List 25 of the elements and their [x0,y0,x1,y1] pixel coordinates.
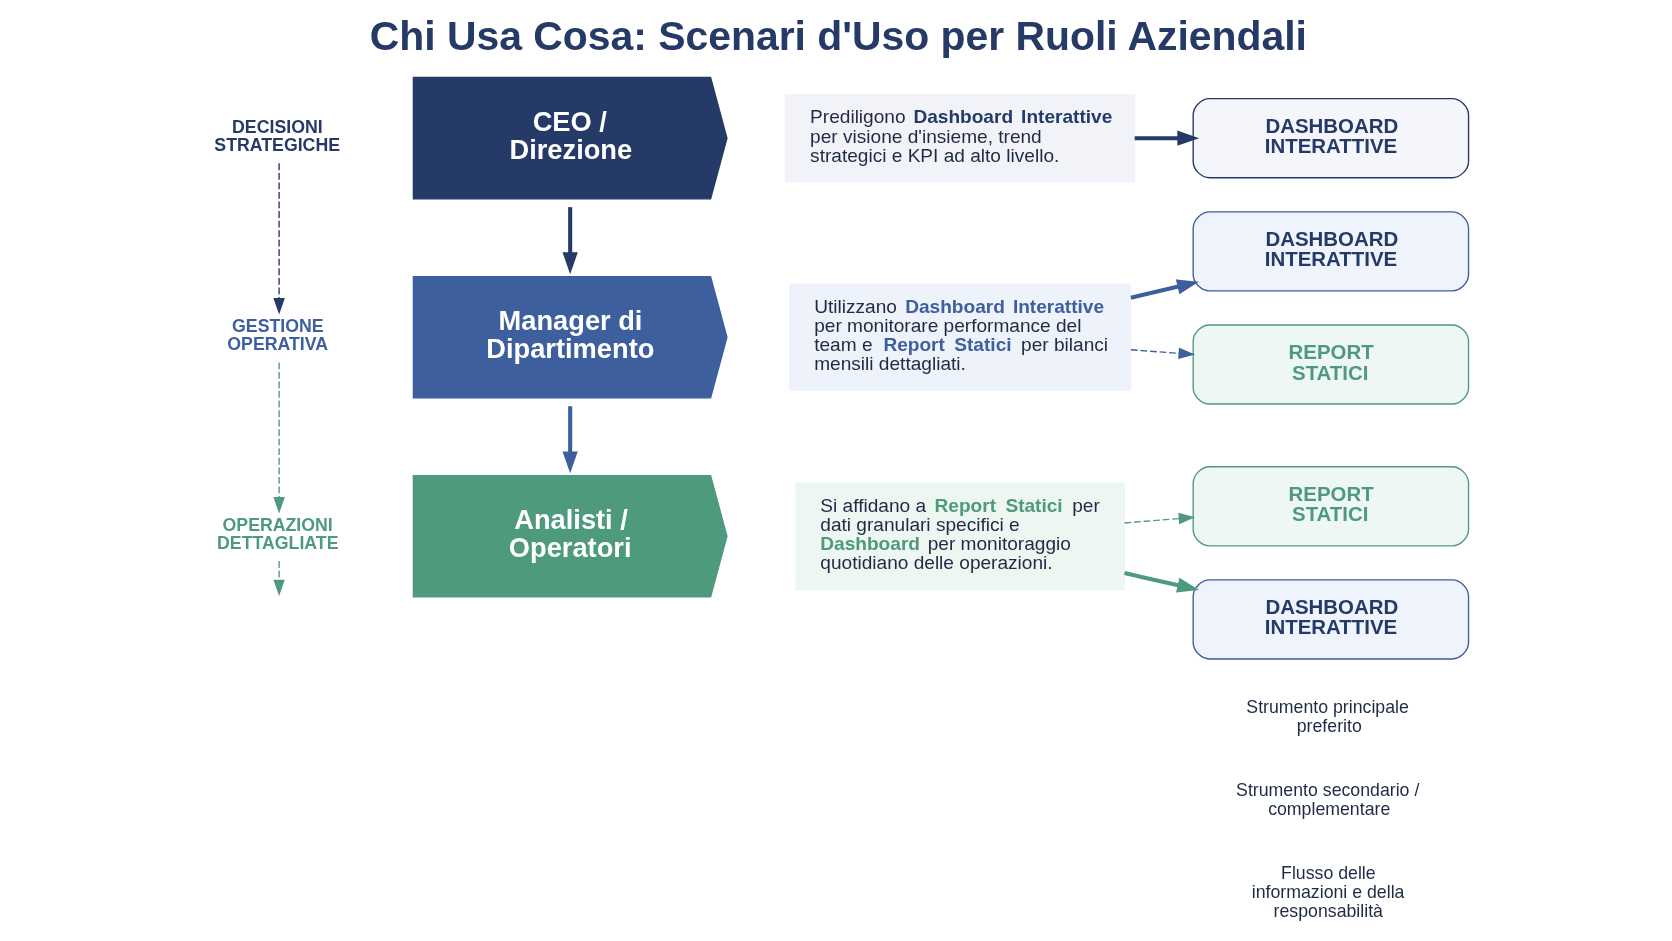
arrow [273,162,285,315]
legend-label: Flusso delle informazioni e della responsabilità [1251,863,1405,922]
node-box: Utilizzano Dashboard Interattive per monitorare performance del team e Report Statici per bilanci mensili dettagliati. [788,283,1132,392]
arrow [1123,512,1196,525]
node-box: REPORT STATICI [1192,466,1470,547]
node-text: DECISIONI STRATEGICHE [214,117,341,156]
node-text: GESTIONE OPERATIVA [227,316,329,355]
legend-label: Strumento secondario / complementare [1236,779,1420,819]
node-box: DASHBOARD INTERATTIVE [1192,211,1470,292]
node-box: REPORT STATICI [1192,324,1470,405]
legend-label: Strumento principale preferito [1246,696,1409,736]
arrow [1124,571,1200,593]
diagram-title: Chi Usa Cosa: Scenari d'Uso per Ruoli Aziendali [369,13,1307,60]
node-box: DASHBOARD INTERATTIVE [1192,98,1470,179]
node-box: Si affidano a Report Statici per dati granulari specifici e Dashboard per monitoraggio quotidiano delle operazioni. [795,482,1125,591]
arrow [562,207,578,275]
node-text: OPERAZIONI DETTAGLIATE [217,515,339,554]
arrow [1134,130,1200,146]
node-box: Prediligono Dashboard Interattive per visione d'insieme, trend strategici e KPI ad alto livello. [784,93,1136,183]
arrow [273,361,285,514]
arrow [273,560,285,597]
arrow [1130,347,1195,360]
node-box: DASHBOARD INTERATTIVE [1192,579,1470,660]
arrow [1130,279,1199,300]
arrow [562,406,578,474]
